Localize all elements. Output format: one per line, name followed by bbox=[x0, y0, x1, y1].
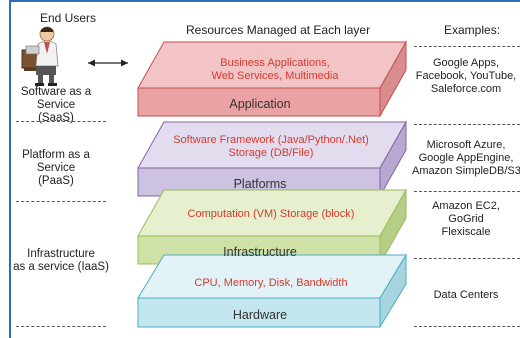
hardware-resource-line-1: CPU, Memory, Disk, Bandwidth bbox=[194, 277, 348, 289]
paas-label-line-2: Service (PaaS) bbox=[36, 162, 76, 187]
application-resource-line-1: Business Applications, bbox=[220, 57, 330, 69]
paas-label: Platform as a Service (PaaS) bbox=[20, 149, 92, 188]
infrastructure-layer-name: Infrastructure bbox=[223, 245, 297, 259]
saas-example-2: Facebook, YouTube, bbox=[415, 70, 517, 82]
saas-label-line-1: Software as a bbox=[20, 86, 92, 98]
left-separator-2 bbox=[16, 201, 106, 202]
left-separator-3 bbox=[16, 326, 106, 327]
iaas-example-1: Amazon EC2, bbox=[432, 200, 500, 212]
iaas-example-2: GoGrid bbox=[448, 213, 484, 225]
application-resource-line-2: Web Services, Multimedia bbox=[211, 70, 339, 82]
paas-example-3: Amazon SimpleDB/S3 bbox=[412, 165, 520, 177]
saas-examples: Google Apps, Facebook, YouTube, Saleforc… bbox=[412, 57, 520, 96]
application-resources: Business Applications, Web Services, Mul… bbox=[150, 57, 400, 83]
hardware-resources: CPU, Memory, Disk, Bandwidth bbox=[140, 277, 402, 290]
iaas-label-line-2: as a service (IaaS) bbox=[13, 261, 109, 273]
iaas-examples: Amazon EC2, GoGrid Flexiscale bbox=[412, 200, 520, 239]
paas-example-1: Microsoft Azure, bbox=[426, 139, 506, 151]
double-arrow-icon bbox=[88, 59, 128, 67]
right-separator-4 bbox=[414, 258, 520, 259]
infrastructure-resource-line-1: Computation (VM) Storage (block) bbox=[187, 208, 355, 220]
right-separator-1 bbox=[414, 46, 520, 47]
resources-header: Resources Managed at Each layer bbox=[186, 23, 371, 37]
platforms-resource-line-1: Software Framework (Java/Python/.Net) bbox=[173, 134, 369, 146]
layer-slabs bbox=[137, 40, 407, 329]
end-users-label: End Users bbox=[40, 11, 97, 25]
application-slab-front bbox=[137, 87, 381, 117]
hardware-example-1: Data Centers bbox=[433, 289, 499, 301]
application-layer-name: Application bbox=[229, 97, 291, 111]
iaas-label: Infrastructure as a service (IaaS) bbox=[12, 248, 110, 274]
infrastructure-resources: Computation (VM) Storage (block) bbox=[140, 208, 402, 221]
hardware-examples: Data Centers bbox=[412, 289, 520, 302]
platforms-layer-name: Platforms bbox=[233, 177, 287, 191]
hardware-layer-name: Hardware bbox=[232, 308, 288, 322]
hardware-slab-front bbox=[137, 297, 381, 328]
paas-examples: Microsoft Azure, Google AppEngine, Amazo… bbox=[412, 139, 520, 178]
saas-example-1: Google Apps, bbox=[432, 57, 500, 69]
iaas-example-3: Flexiscale bbox=[441, 226, 491, 238]
frame-border-left bbox=[9, 0, 11, 338]
examples-header: Examples: bbox=[444, 23, 501, 37]
saas-example-3: Saleforce.com bbox=[430, 83, 502, 95]
paas-example-2: Google AppEngine, bbox=[418, 152, 514, 164]
paas-label-line-1: Platform as a bbox=[22, 149, 90, 161]
frame-border-top bbox=[9, 0, 520, 2]
platforms-resource-line-2: Storage (DB/File) bbox=[228, 147, 314, 159]
right-separator-2 bbox=[414, 124, 520, 125]
user-figure-icon bbox=[21, 26, 59, 86]
right-separator-3 bbox=[414, 191, 520, 192]
right-separator-5 bbox=[414, 326, 520, 327]
platforms-resources: Software Framework (Java/Python/.Net) St… bbox=[140, 134, 402, 160]
iaas-label-line-1: Infrastructure bbox=[27, 248, 95, 260]
left-separator-1 bbox=[16, 121, 106, 122]
saas-label: Software as a Service (SaaS) bbox=[20, 86, 92, 125]
